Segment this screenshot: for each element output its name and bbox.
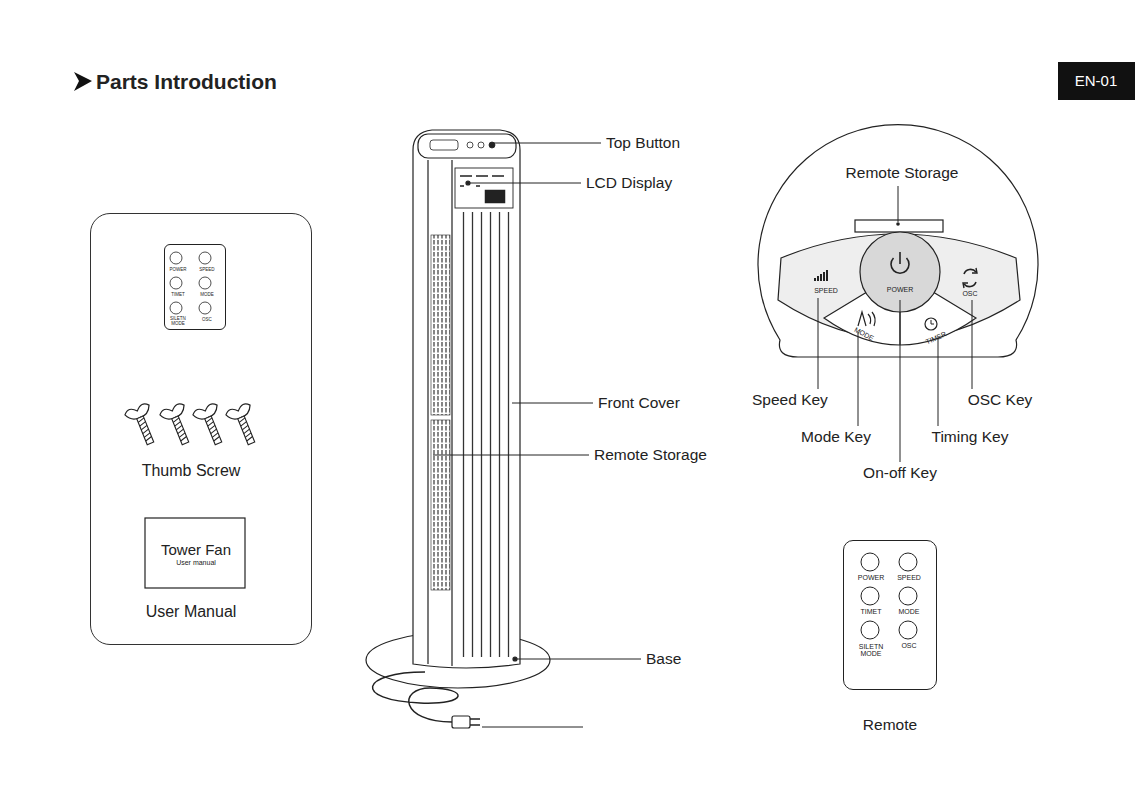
remote-small: POWER SPEED TIMET MODE SILETN MODE OSC	[164, 244, 226, 330]
part-name: Remote Storage	[594, 447, 707, 463]
part-text: POWER	[858, 574, 884, 581]
timer-key: TIMER	[914, 330, 958, 346]
page-number: EN-01	[1075, 73, 1118, 89]
part-text: OSC	[962, 290, 977, 297]
part-text: SPEED	[897, 574, 921, 581]
part-text: Thumb Screw	[142, 463, 241, 480]
part-name: LCD Display	[586, 175, 672, 191]
part-text: POWER	[887, 286, 913, 293]
power-key: POWER	[860, 232, 940, 312]
tower-fan	[366, 130, 550, 728]
part-text: MODE	[853, 326, 875, 342]
part-name: Top Button	[606, 135, 680, 151]
part-text: User manual	[176, 559, 216, 566]
remote-control: POWER SPEED TIMET MODE SILETN MODE OSC	[843, 540, 937, 690]
leader-lines	[818, 186, 972, 462]
page-title: Parts Introduction	[96, 71, 277, 93]
part-text: OSC	[901, 642, 916, 649]
part-text: Tower Fan	[161, 542, 231, 558]
mode-key: MODE	[842, 326, 886, 342]
part-text: SILETN MODE	[856, 643, 886, 658]
thumb-screws	[124, 402, 264, 448]
speed-key: SPEED	[800, 284, 852, 298]
part-text: TIMET	[861, 608, 882, 615]
part-text: User Manual	[146, 604, 237, 621]
control-panel	[758, 125, 1038, 357]
remote-buttons	[861, 553, 917, 639]
part-text: TIMER	[925, 330, 948, 346]
part-text: POWER	[169, 268, 186, 273]
heading-arrow	[74, 72, 92, 91]
part-text: OSC	[202, 318, 212, 323]
remote-buttons	[170, 252, 211, 314]
key-name: On-off Key	[863, 465, 937, 481]
accessory-panel: Thumb ScrewUser Manual POWER SPEED TIMET MOD…	[90, 213, 312, 645]
figure-caption: Remote	[863, 717, 917, 733]
part-text: SPEED	[199, 268, 214, 273]
part-text: SILETN MODE	[170, 317, 186, 326]
page-tab	[1058, 62, 1135, 100]
part-name: Front Cover	[598, 395, 680, 411]
osc-key: OSC	[950, 287, 990, 301]
key-name: Timing Key	[932, 429, 1009, 445]
part-text: MODE	[200, 293, 214, 298]
part-name: Base	[646, 651, 681, 667]
manual-book	[145, 518, 245, 588]
part-text: TIMET	[171, 293, 185, 298]
part-text: SPEED	[814, 287, 838, 294]
key-name: Mode Key	[801, 429, 871, 445]
manual-book: Tower FanUser manual	[146, 519, 246, 589]
key-name: OSC Key	[968, 392, 1033, 408]
part-text: MODE	[899, 608, 920, 615]
leader-lines	[433, 143, 641, 727]
part-name: Remote Storage	[846, 165, 959, 181]
key-name: Speed Key	[752, 392, 828, 408]
